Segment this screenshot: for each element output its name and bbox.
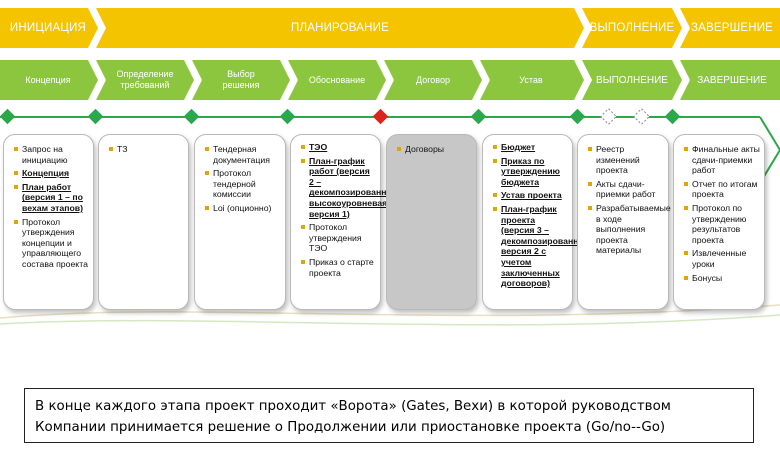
stage-label-solution-choice: Выбор решения: [222, 69, 260, 90]
gate-diamond-6: [470, 108, 487, 125]
deliverable-item: Loi (опционно): [205, 203, 281, 214]
deliverable-item: Тендерная документация: [205, 144, 281, 165]
gates-note-line-2: Компании принимается решение о Продолжен…: [35, 420, 666, 435]
deliverable-item: Финальные акты сдачи-приемки работ: [684, 144, 760, 176]
deliverable-item: Договоры: [397, 144, 472, 155]
deliverable-item: Устав проекта: [493, 190, 568, 201]
gate-diamond-3: [183, 108, 200, 125]
stage-label-concept: Концепция: [25, 74, 71, 85]
deliverable-item: Отчет по итогам проекта: [684, 179, 760, 200]
stage-arrow-7: [582, 60, 682, 100]
deliverables-card-execution: Реестр изменений проекта Акты сдачи-прие…: [577, 134, 671, 310]
phase-arrow-planning: [96, 8, 584, 48]
deliverable-item: Запрос на инициацию: [14, 144, 89, 165]
stage-label-closing: ЗАВЕРШЕНИЕ: [697, 74, 767, 86]
deliverable-item: Бонусы: [684, 273, 760, 284]
deliverable-item: Разрабатываемые в ходе выполнения проект…: [588, 203, 671, 256]
deliverable-item: Реестр изменений проекта: [588, 144, 664, 176]
gate-diamond-7: [569, 108, 586, 125]
stage-label-requirements: Определение требований: [116, 69, 174, 90]
gates-note-line-1: В конце каждого этапа проект проходит «В…: [35, 399, 671, 414]
stage-arrow-5: [384, 60, 482, 100]
gate-diamond-5-red: [372, 108, 389, 125]
deliverable-item: ТЭО: [301, 142, 376, 153]
gate-diamond-1: [0, 108, 16, 125]
deliverable-item: План работ (версия 1 – по вехам этапов): [14, 182, 89, 214]
stage-label-justification: Обоснование: [308, 74, 366, 85]
deliverable-item: Протокол тендерной комиссии: [205, 168, 281, 200]
phase-arrow-closing: [680, 8, 780, 48]
stage-label-charter: Устав: [519, 74, 543, 85]
deliverable-item: Протокол по утверждению результатов прое…: [684, 203, 760, 245]
deliverable-item: План-график проекта (версия 3 – декомпоз…: [493, 204, 588, 289]
stage-arrow-3: [192, 60, 290, 100]
phase-label-planning: ПЛАНИРОВАНИЕ: [290, 22, 390, 34]
phase-arrow-execution: [582, 8, 682, 48]
deliverable-item: Концепция: [14, 168, 89, 179]
phase-label-initiation: ИНИЦИАЦИЯ: [9, 22, 87, 34]
decorative-wave-2: [0, 314, 780, 326]
deliverable-item: Извлеченные уроки: [684, 248, 760, 269]
stage-label-execution: ВЫПОЛНЕНИЕ: [596, 74, 668, 86]
stage-arrow-2: [96, 60, 194, 100]
deliverable-item: Приказ по утверждению бюджета: [493, 156, 568, 188]
deliverable-item: ТЗ: [109, 144, 184, 155]
stage-arrow-4: [288, 60, 386, 100]
deliverables-card-justification: ТЭО План-график работ (версия 2 – декомп…: [290, 134, 396, 310]
deliverables-card-contract: Договоры: [386, 134, 477, 310]
deliverable-item: Приказ о старте проекта: [301, 257, 376, 278]
phase-label-closing: ЗАВЕРШЕНИЕ: [690, 22, 774, 34]
deliverables-card-charter: Бюджет Приказ по утверждению бюджета Уст…: [482, 134, 588, 310]
phase-label-execution: ВЫПОЛНЕНИЕ: [589, 22, 675, 34]
stage-arrow-1: [0, 60, 98, 100]
gate-diamond-2: [87, 108, 104, 125]
gate-diamond-dashed-2: [633, 108, 650, 125]
gate-diamond-4: [279, 108, 296, 125]
deliverable-item: Бюджет: [493, 142, 568, 153]
deliverable-item: План-график работ (версия 2 – декомпозир…: [301, 156, 396, 220]
deliverable-item: Протокол утверждения концепции и управля…: [14, 217, 89, 270]
decorative-wave-1: [0, 304, 780, 319]
gates-note-box: В конце каждого этапа проект проходит «В…: [24, 388, 754, 443]
timeline-arrow-tail: [759, 116, 780, 184]
deliverables-card-solution-choice: Тендерная документация Протокол тендерно…: [194, 134, 286, 310]
deliverables-card-concept: Запрос на инициацию Концепция План работ…: [3, 134, 94, 310]
deliverables-card-closing: Финальные акты сдачи-приемки работ Отчет…: [673, 134, 765, 310]
gate-diamond-dashed-1: [600, 108, 617, 125]
deliverables-card-requirements: ТЗ: [98, 134, 189, 310]
deliverable-item: Протокол утверждения ТЭО: [301, 222, 376, 254]
gate-diamond-8: [664, 108, 681, 125]
stage-label-contract: Договор: [416, 74, 450, 85]
stage-arrow-8: [680, 60, 780, 100]
stage-arrow-6: [480, 60, 584, 100]
phase-arrow-initiation: [0, 8, 98, 48]
deliverable-item: Акты сдачи-приемки работ: [588, 179, 664, 200]
